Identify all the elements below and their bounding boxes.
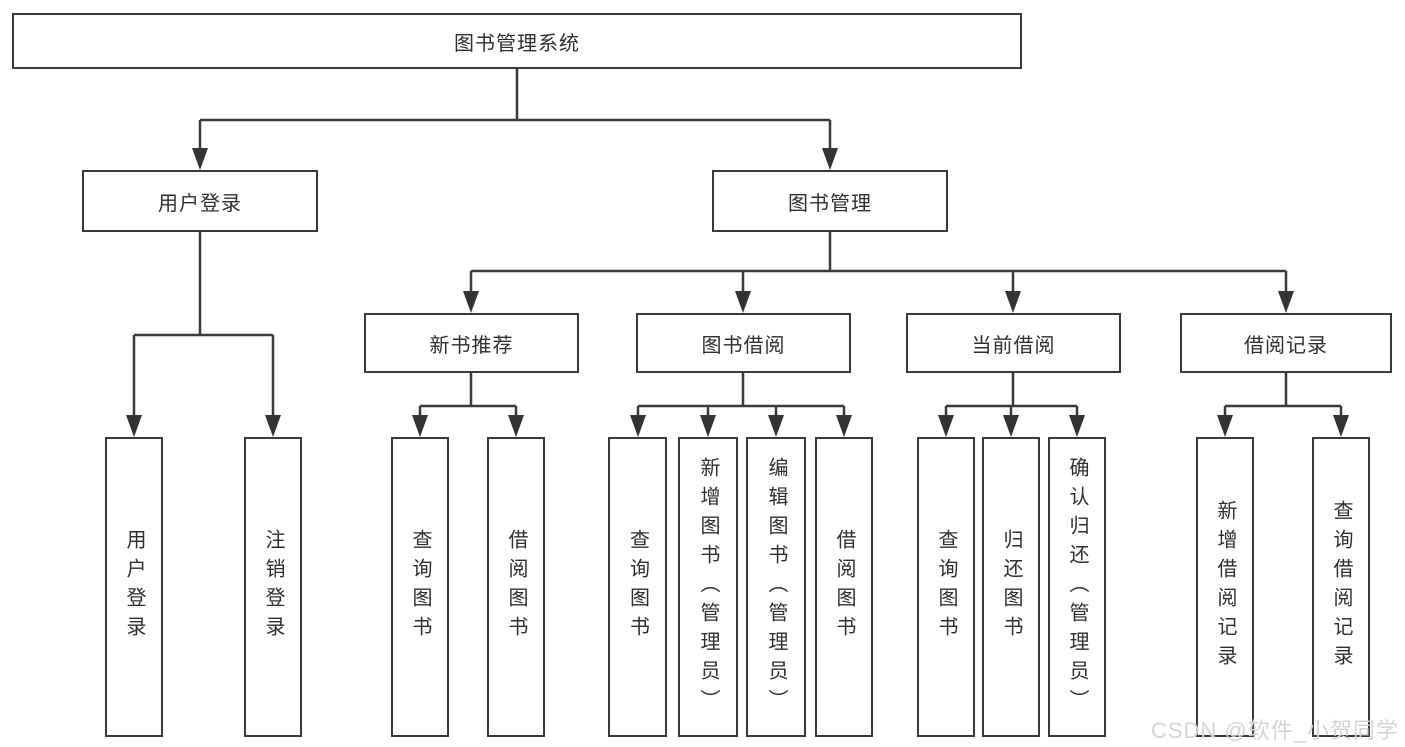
arrowhead-icon [1005, 291, 1021, 313]
node-label: 图书借阅 [701, 334, 786, 357]
node-return-books: 归还图书 [982, 437, 1040, 737]
node-label: 查询图书 [935, 529, 957, 645]
node-label: 用户登录 [158, 192, 242, 215]
arrowhead-icon [463, 291, 479, 313]
node-label: 新书推荐 [429, 334, 514, 357]
arrowhead-icon [938, 415, 954, 437]
node-new-book-recommend: 新书推荐 [364, 313, 579, 373]
node-label: 借阅图书 [833, 529, 855, 645]
node-label: 借阅记录 [1244, 334, 1328, 357]
arrowhead-icon [265, 415, 281, 437]
node-query-books-1: 查询图书 [391, 437, 449, 737]
arrowhead-icon [822, 148, 838, 170]
node-label: 当前借阅 [971, 334, 1056, 357]
node-label: 归还图书 [1000, 529, 1022, 645]
node-confirm-return-admin: 确认归还（管理员） [1048, 437, 1106, 737]
node-logout: 注销登录 [244, 437, 302, 737]
node-current-borrow: 当前借阅 [906, 313, 1121, 373]
node-library-management-system: 图书管理系统 [12, 13, 1022, 69]
arrowhead-icon [768, 415, 784, 437]
node-label: 查询借阅记录 [1330, 500, 1352, 674]
node-label: 借阅图书 [505, 529, 527, 645]
arrowhead-icon [1003, 415, 1019, 437]
arrowhead-icon [1333, 415, 1349, 437]
node-query-books-3: 查询图书 [917, 437, 975, 737]
arrowhead-icon [192, 148, 208, 170]
node-book-management: 图书管理 [712, 170, 948, 232]
node-label: 注销登录 [262, 529, 284, 645]
node-query-books-2: 查询图书 [608, 437, 667, 737]
node-label: 用户登录 [123, 529, 145, 645]
node-edit-books-admin: 编辑图书（管理员） [746, 437, 806, 737]
node-user-login-action: 用户登录 [105, 437, 163, 737]
node-label: 图书管理系统 [454, 32, 580, 55]
node-user-login: 用户登录 [82, 170, 318, 232]
arrowhead-icon [836, 415, 852, 437]
arrowhead-icon [630, 415, 646, 437]
node-label: 查询图书 [626, 529, 649, 645]
node-query-borrow-record: 查询借阅记录 [1312, 437, 1370, 737]
arrowhead-icon [700, 415, 716, 437]
node-label: 图书管理 [788, 192, 872, 215]
node-label: 查询图书 [409, 529, 431, 645]
arrowhead-icon [1278, 291, 1294, 313]
arrowhead-icon [412, 415, 428, 437]
node-label: 新增借阅记录 [1214, 500, 1236, 674]
node-add-borrow-record: 新增借阅记录 [1196, 437, 1254, 737]
csdn-watermark: CSDN @软件_小贺同学 [1150, 718, 1399, 743]
arrowhead-icon [735, 291, 751, 313]
node-borrow-records: 借阅记录 [1180, 313, 1392, 373]
node-label: 确认归还（管理员） [1066, 456, 1088, 718]
arrowhead-icon [126, 415, 142, 437]
node-label: 编辑图书（管理员） [765, 456, 787, 718]
arrowhead-icon [1069, 415, 1085, 437]
arrowhead-icon [1217, 415, 1233, 437]
node-add-books-admin: 新增图书（管理员） [678, 437, 738, 737]
node-borrow-books-1: 借阅图书 [487, 437, 545, 737]
node-book-borrow: 图书借阅 [636, 313, 851, 373]
node-label: 新增图书（管理员） [697, 456, 719, 718]
node-borrow-books-2: 借阅图书 [815, 437, 873, 737]
arrowhead-icon [508, 415, 524, 437]
